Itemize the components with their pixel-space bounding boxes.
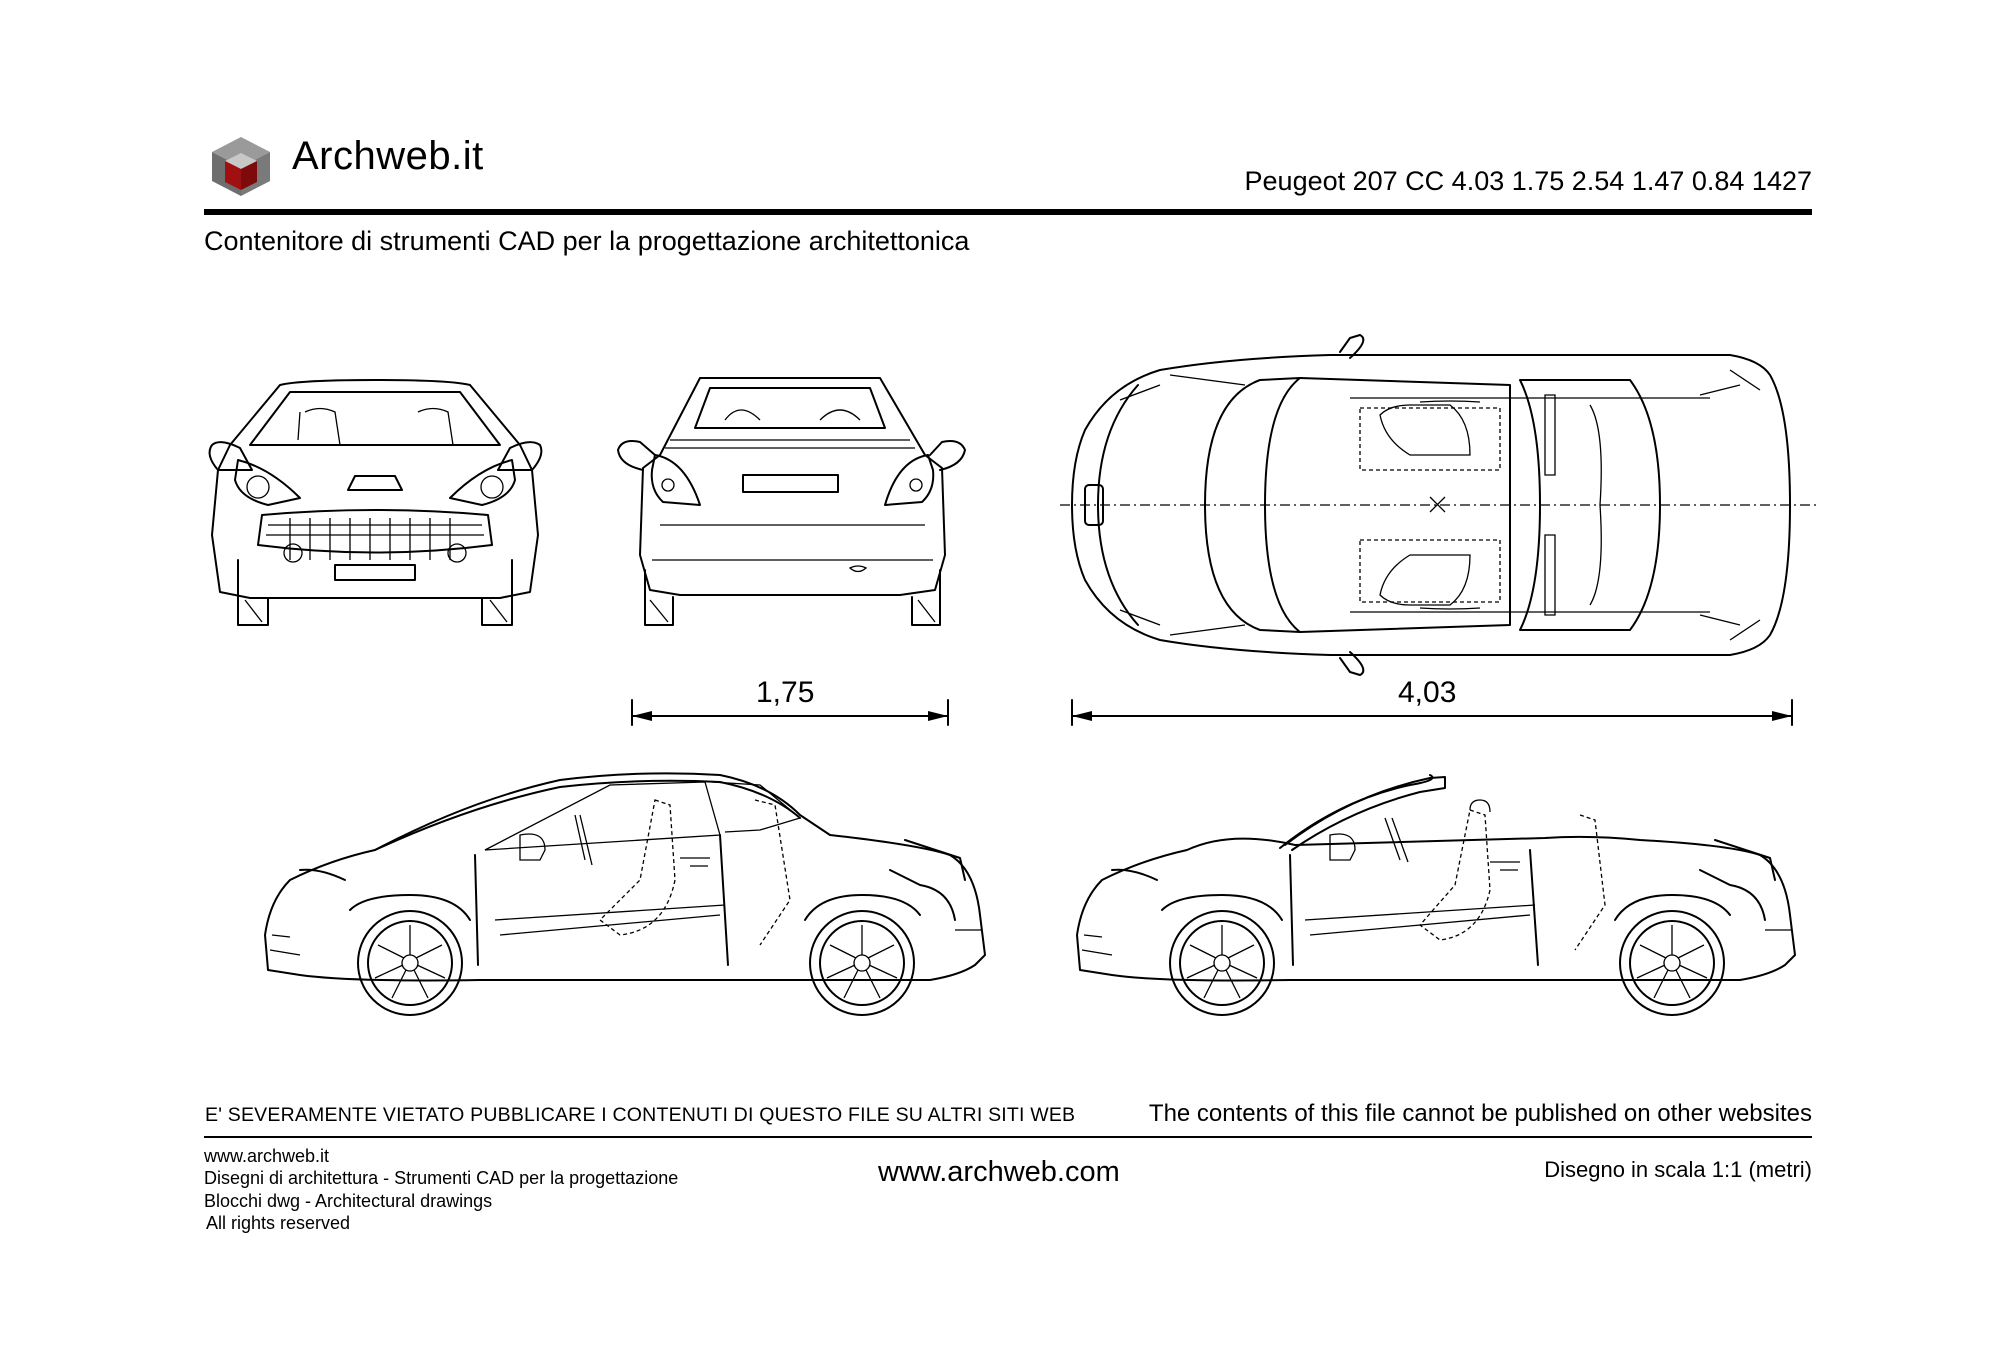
side-view-roof-closed <box>264 772 986 1016</box>
brand-name[interactable]: Archweb.it <box>292 134 484 178</box>
dimension-length <box>1071 699 1793 726</box>
footer-link-archweb[interactable]: www.archweb.it <box>204 1146 330 1166</box>
dimension-width-label: 1,75 <box>756 676 815 709</box>
model-title: Peugeot 207 CC 4.03 1.75 2.54 1.47 0.84 … <box>1244 166 1812 196</box>
footer-website-link[interactable]: www.archweb.com <box>878 1156 1120 1188</box>
front-view <box>208 379 543 626</box>
footer-divider <box>204 1136 1812 1138</box>
drawing-scale: Disegno in scala 1:1 (metri) <box>1544 1157 1812 1182</box>
warning-english: The contents of this file cannot be publ… <box>1148 1100 1812 1127</box>
footer-rights: All rights reserved <box>206 1213 351 1233</box>
footer-description: Disegni di architettura - Strumenti CAD … <box>204 1168 679 1188</box>
dimension-length-label: 4,03 <box>1398 676 1457 709</box>
rear-view <box>617 377 966 626</box>
side-view-roof-open <box>1076 774 1796 1016</box>
dimension-width <box>631 699 949 726</box>
warning-italian: E' SEVERAMENTE VIETATO PUBBLICARE I CONT… <box>205 1104 1076 1126</box>
footer-blocks-text: Blocchi dwg - Architectural drawings <box>204 1191 493 1211</box>
page-subtitle: Contenitore di strumenti CAD per la prog… <box>204 226 970 256</box>
top-view <box>1060 334 1820 676</box>
header-divider <box>204 209 1812 215</box>
